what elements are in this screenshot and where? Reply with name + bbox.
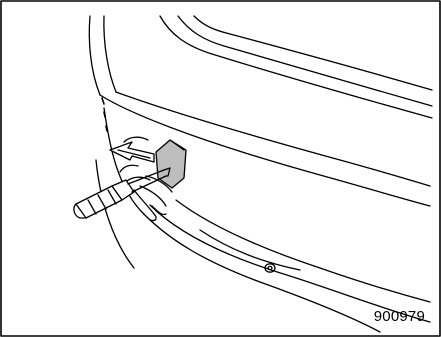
figure-number-label: 900979 xyxy=(374,308,425,325)
edge-marks xyxy=(102,98,107,131)
direction-arrow-icon xyxy=(110,142,154,162)
bumper-body-lines xyxy=(89,16,432,332)
